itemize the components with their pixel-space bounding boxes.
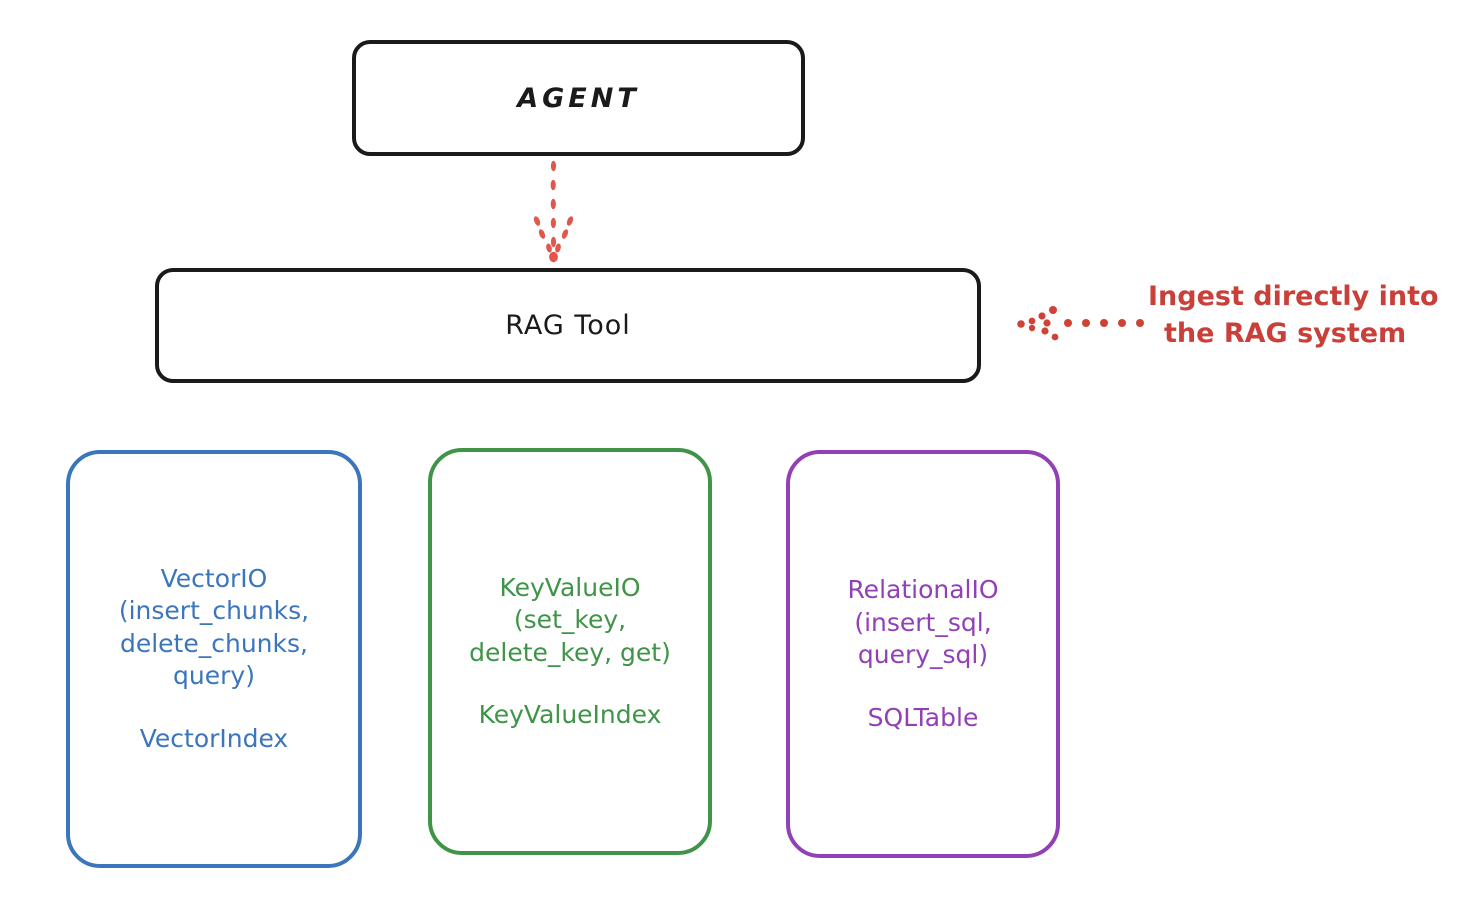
relational-io-line-1: RelationalIO — [847, 575, 999, 604]
sql-table-label: SQLTable — [867, 702, 979, 732]
vector-io-node[interactable]: VectorIO (insert_chunks, delete_chunks, … — [66, 450, 362, 868]
key-value-io-text: KeyValueIO (set_key, delete_key, get) Ke… — [463, 572, 677, 732]
relational-io-node[interactable]: RelationalIO (insert_sql, query_sql) SQL… — [786, 450, 1060, 858]
key-value-io-line-3: delete_key, get) — [469, 637, 671, 667]
vector-index-label: VectorIndex — [139, 723, 289, 753]
ingest-annotation: Ingest directly into the RAG system — [1148, 278, 1478, 353]
rag-tool-node[interactable]: RAG Tool — [155, 268, 981, 383]
vector-io-line-4: query) — [173, 661, 255, 691]
agent-node-label: AGENT — [517, 82, 640, 114]
relational-io-line-3: query_sql) — [857, 640, 989, 669]
relational-io-spacer — [847, 672, 998, 702]
ingest-annotation-line-1: Ingest directly into — [1148, 281, 1439, 312]
key-value-io-line-2: (set_key, — [513, 605, 627, 634]
agent-node[interactable]: AGENT — [352, 40, 805, 156]
key-value-index-label: KeyValueIndex — [478, 700, 662, 729]
ingest-connector-icon — [1017, 306, 1144, 341]
agent-to-rag-connector-icon — [533, 160, 574, 263]
relational-io-text: RelationalIO (insert_sql, query_sql) SQL… — [841, 574, 1004, 734]
ingest-annotation-line-2: the RAG system — [1164, 318, 1407, 350]
vector-io-spacer — [119, 693, 309, 723]
vector-io-line-3: delete_chunks, — [119, 628, 308, 658]
vector-io-line-2: (insert_chunks, — [118, 596, 310, 626]
key-value-io-spacer — [469, 669, 671, 699]
key-value-io-line-1: KeyValueIO — [499, 572, 641, 602]
vector-io-text: VectorIO (insert_chunks, delete_chunks, … — [113, 563, 315, 756]
rag-tool-node-label: RAG Tool — [505, 310, 631, 341]
vector-io-line-1: VectorIO — [160, 563, 268, 593]
relational-io-line-2: (insert_sql, — [854, 607, 992, 637]
key-value-io-node[interactable]: KeyValueIO (set_key, delete_key, get) Ke… — [428, 448, 712, 855]
